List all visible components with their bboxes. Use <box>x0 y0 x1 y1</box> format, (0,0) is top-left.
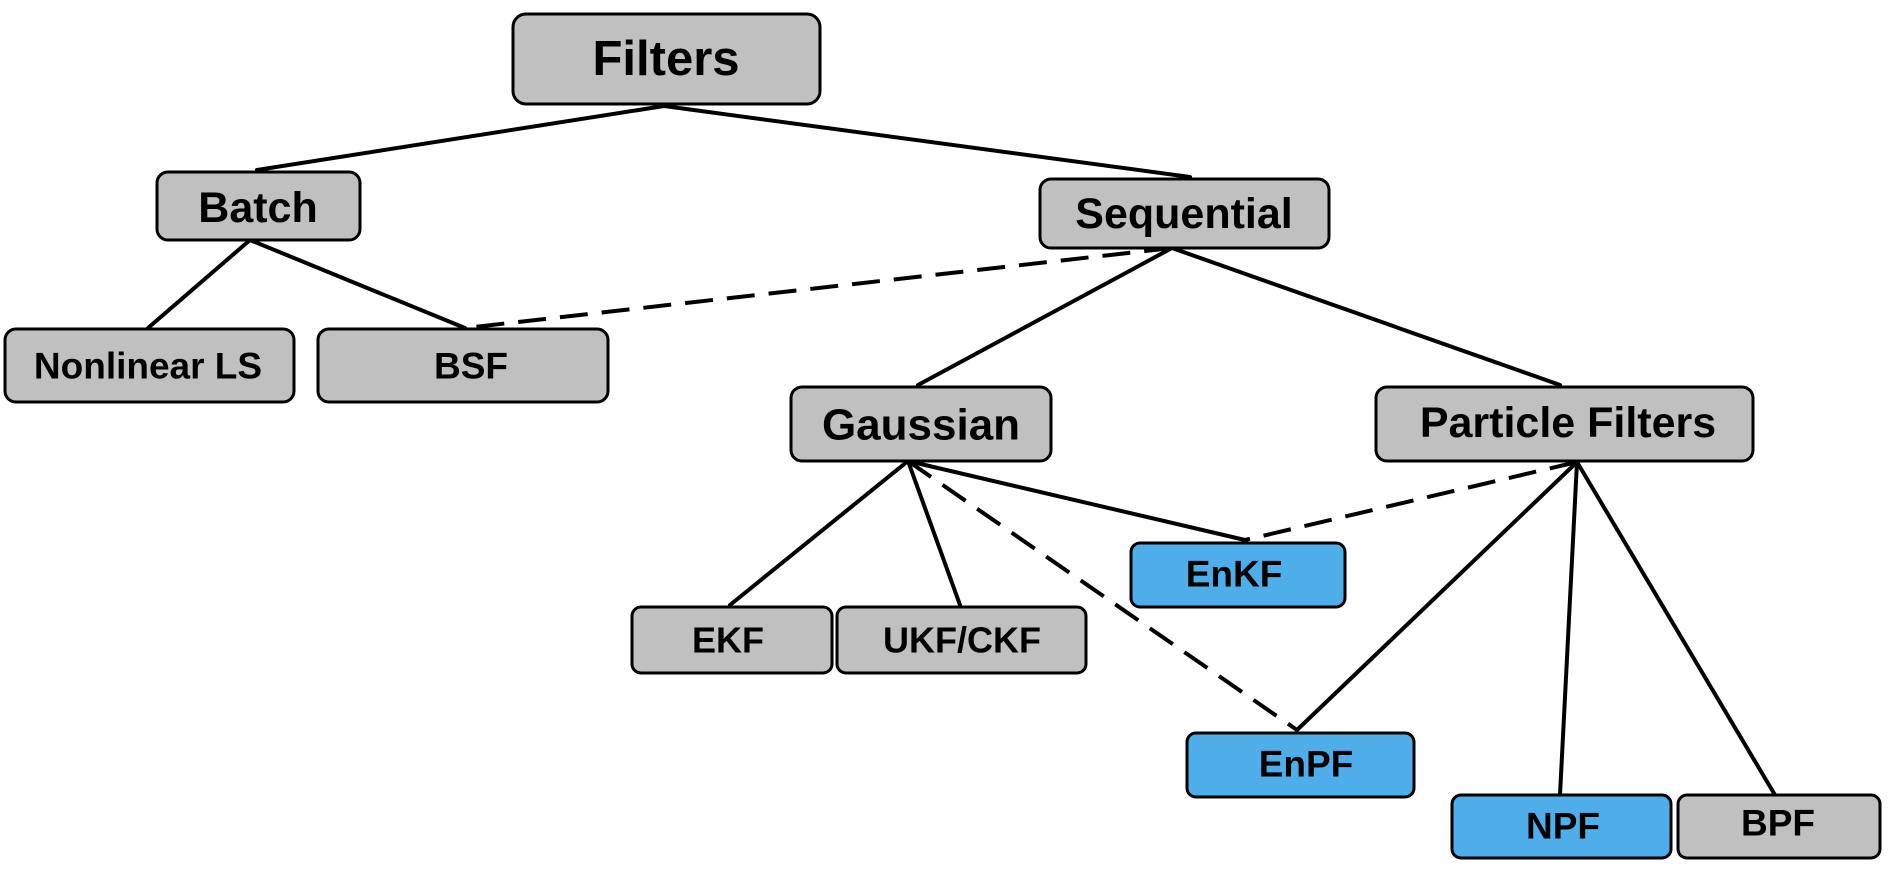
node-ukf-ckf: UKF/CKF <box>835 605 1088 675</box>
node-particle-filters-box <box>1374 385 1755 463</box>
node-bsf-box <box>316 327 610 404</box>
node-sequential: Sequential <box>1038 177 1331 250</box>
node-filters-label: Filters <box>592 32 739 86</box>
node-npf-box <box>1450 793 1673 860</box>
node-ekf: EKF <box>630 605 834 675</box>
edge-gaussian-enkf <box>906 459 1247 542</box>
node-ukf-ckf-box <box>835 605 1088 675</box>
node-gaussian-box <box>789 385 1053 463</box>
node-npf: NPF <box>1450 793 1673 860</box>
node-enpf-label: EnPF <box>1259 744 1354 785</box>
node-enkf-box <box>1129 541 1347 609</box>
node-npf-label: NPF <box>1526 806 1600 847</box>
node-nonlinear-ls-label: Nonlinear LS <box>34 346 262 387</box>
node-bpf-label: BPF <box>1741 803 1815 844</box>
edge-particle-filters-bpf <box>1575 460 1777 797</box>
node-nonlinear-ls: Nonlinear LS <box>3 327 296 404</box>
node-bsf-label: BSF <box>434 346 508 387</box>
node-bsf: BSF <box>316 327 610 404</box>
node-filters: Filters <box>511 12 822 106</box>
node-enpf-box <box>1185 731 1416 799</box>
edge-gaussian-ukf-ckf <box>906 459 962 607</box>
node-batch-label: Batch <box>198 184 317 232</box>
node-batch-box <box>155 170 362 242</box>
edge-particle-filters-enkf-dashed <box>1244 460 1578 542</box>
node-ukf-ckf-label: UKF/CKF <box>883 620 1041 661</box>
node-bpf: BPF <box>1676 793 1882 860</box>
node-bpf-box <box>1676 793 1882 860</box>
edge-gaussian-ekf <box>728 459 910 607</box>
edge-batch-nonlinear-ls <box>146 238 252 330</box>
node-enkf: EnKF <box>1129 541 1347 609</box>
node-gaussian: Gaussian <box>789 385 1053 463</box>
connectors <box>146 104 1777 797</box>
node-particle-filters: Particle Filters <box>1374 385 1755 463</box>
node-nonlinear-ls-box <box>3 327 296 404</box>
node-particle-filters-label: Particle Filters <box>1420 399 1716 447</box>
edge-filters-sequential <box>662 104 1192 179</box>
edge-filters-batch <box>255 104 666 172</box>
node-ekf-box <box>630 605 834 675</box>
node-gaussian-label: Gaussian <box>822 401 1020 450</box>
edge-particle-filters-enpf <box>1295 460 1579 732</box>
edge-sequential-particle-filters <box>1170 246 1562 387</box>
node-enkf-label: EnKF <box>1186 554 1283 595</box>
edge-particle-filters-npf <box>1558 460 1579 797</box>
edge-sequential-bsf-dashed <box>464 246 1173 330</box>
node-batch: Batch <box>155 170 362 242</box>
edge-gaussian-enpf-dashed <box>906 459 1299 732</box>
node-sequential-label: Sequential <box>1075 190 1292 238</box>
node-enpf: EnPF <box>1185 731 1416 799</box>
node-filters-box <box>511 12 822 106</box>
node-ekf-label: EKF <box>692 620 764 661</box>
edge-sequential-gaussian <box>916 246 1174 387</box>
edge-batch-bsf <box>248 238 467 330</box>
node-sequential-box <box>1038 177 1331 250</box>
